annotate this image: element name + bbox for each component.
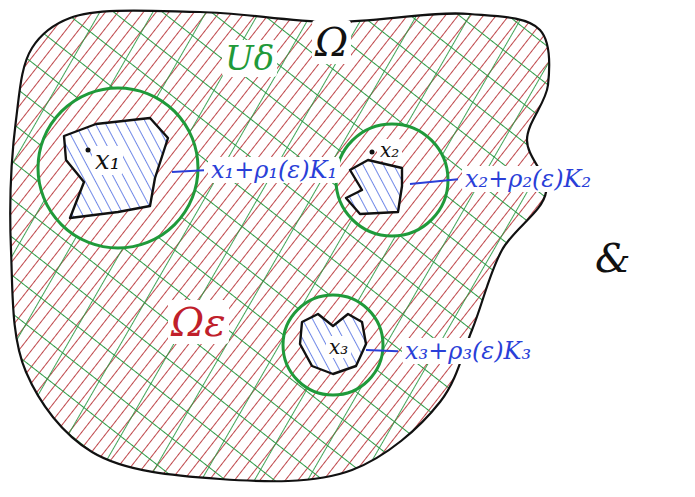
- conjunction-symbol: &: [592, 236, 634, 280]
- set-label: Ωε: [168, 300, 229, 344]
- set-label: Uδ: [222, 40, 277, 77]
- inclusion-label: x₃+ρ₃(ε)K₃: [402, 338, 534, 364]
- inclusion-outline: [338, 138, 414, 220]
- inclusion-label: x₂+ρ₂(ε)K₂: [462, 166, 594, 192]
- neighbourhood-circle: [283, 295, 383, 395]
- leader-line: [366, 350, 398, 351]
- neighbourhood-circle: [38, 88, 198, 248]
- domain-label: Ω: [312, 20, 351, 64]
- domain-outline: [0, 0, 560, 490]
- leader-line: [172, 170, 204, 172]
- leader-line: [410, 179, 458, 184]
- domain-region: Uδ Ω Ωε x₁ x₂ x₃: [0, 0, 560, 490]
- point-label: x₃: [326, 336, 351, 358]
- neighbourhood-circle: [336, 124, 448, 236]
- inclusion-shape: x₃: [298, 312, 370, 380]
- point-label: x₂: [377, 139, 402, 161]
- inclusion-label: x₁+ρ₁(ε)K₁: [208, 157, 340, 183]
- inclusion-shape: x₂: [338, 138, 414, 220]
- point-label: x₁: [92, 146, 123, 175]
- inclusion-shape: x₁: [58, 112, 176, 224]
